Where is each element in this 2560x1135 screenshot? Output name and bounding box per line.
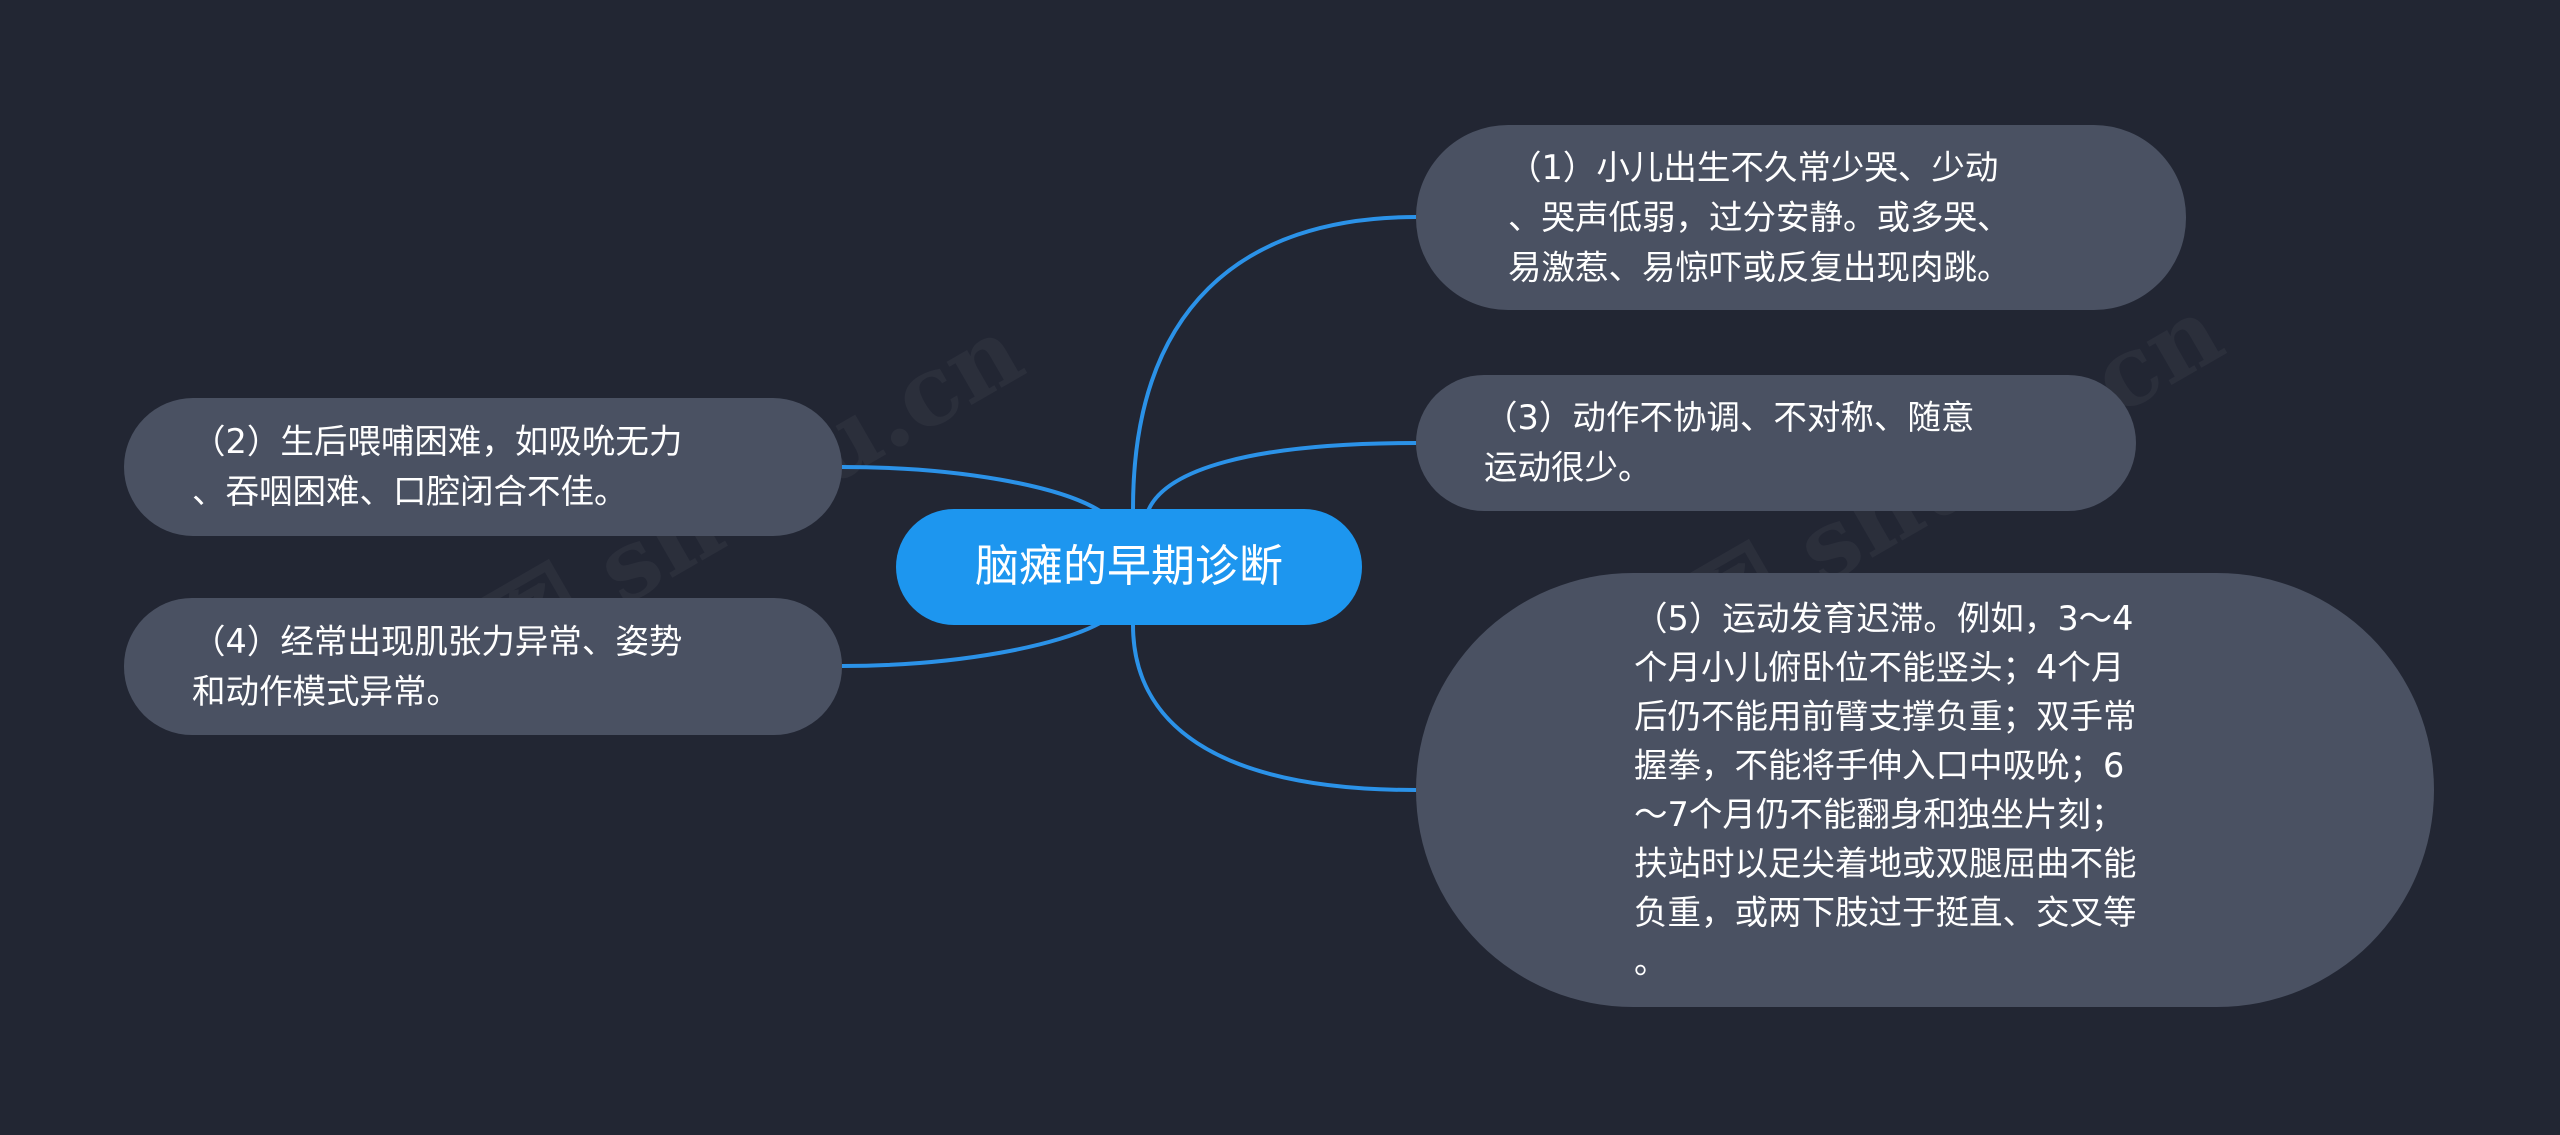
- link-to-n5: [1131, 624, 1417, 792]
- root-node[interactable]: 脑瘫的早期诊断: [896, 509, 1362, 625]
- branch-node-4[interactable]: （4）经常出现肌张力异常、姿势 和动作模式异常。: [124, 598, 842, 735]
- link-to-n4: [841, 621, 1101, 668]
- branch-node-4-text: （4）经常出现肌张力异常、姿势 和动作模式异常。: [192, 621, 683, 711]
- branch-node-1[interactable]: （1）小儿出生不久常少哭、少动 、哭声低弱，过分安静。或多哭、 易激惹、易惊吓或…: [1416, 125, 2186, 310]
- branch-node-1-text: （1）小儿出生不久常少哭、少动 、哭声低弱，过分安静。或多哭、 易激惹、易惊吓或…: [1508, 147, 2011, 287]
- branch-node-3-text: （3）动作不协调、不对称、随意 运动很少。: [1484, 398, 1975, 487]
- branch-node-5-text: （5）运动发育迟滞。例如，3～4 个月小儿俯卧位不能竖头；4个月 后仍不能用前臂…: [1634, 599, 2137, 981]
- link-to-n2: [841, 465, 1102, 513]
- branch-node-2[interactable]: （2）生后喂哺困难，如吸吮无力 、吞咽困难、口腔闭合不佳。: [124, 398, 842, 536]
- branch-node-5[interactable]: （5）运动发育迟滞。例如，3～4 个月小儿俯卧位不能竖头；4个月 后仍不能用前臂…: [1416, 573, 2434, 1007]
- branch-node-2-text: （2）生后喂哺困难，如吸吮无力 、吞咽困难、口腔闭合不佳。: [192, 422, 683, 511]
- link-to-n1: [1131, 215, 1417, 510]
- link-to-n3: [1146, 441, 1417, 512]
- branch-node-3[interactable]: （3）动作不协调、不对称、随意 运动很少。: [1416, 375, 2136, 511]
